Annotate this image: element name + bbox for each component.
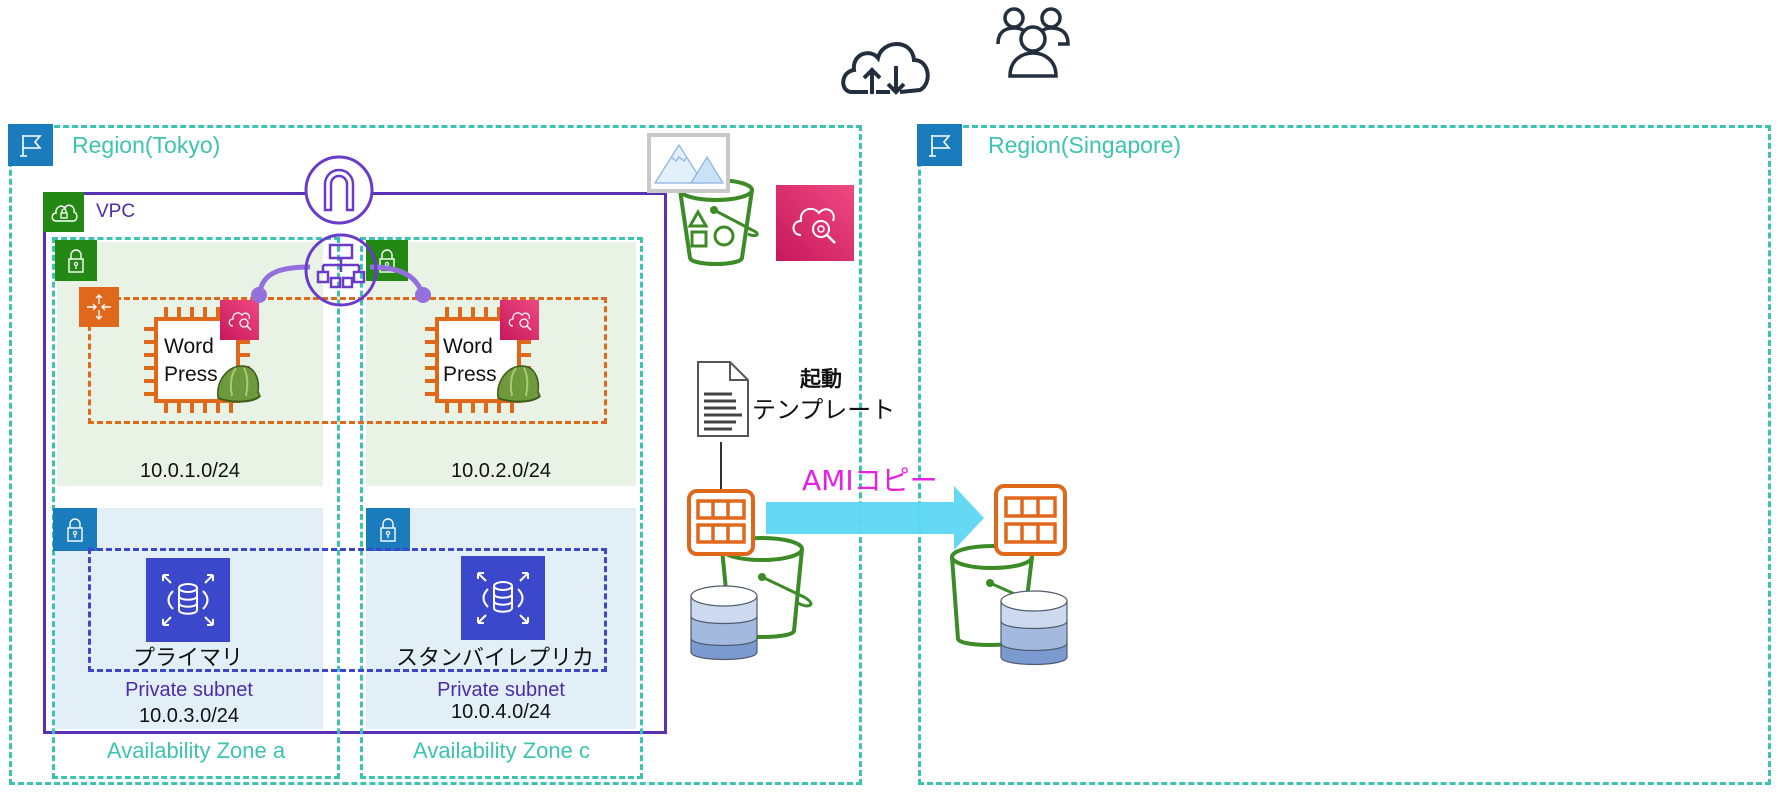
rds-primary-label: プライマリ [133, 646, 244, 671]
az-a-label: Availability Zone a [106, 738, 286, 763]
wordpress-label-a-line2: Press [164, 363, 218, 386]
private-subnet-lock-icon [366, 508, 410, 551]
launch-template-label-line1: 起動 [800, 367, 842, 391]
users-group-icon [996, 7, 1070, 78]
private-subnet-c-label: Private subnet [437, 679, 565, 701]
private-subnet-c-cidr: 10.0.4.0/24 [450, 701, 552, 723]
cloudwatch-agent-icon [220, 300, 259, 340]
public-subnet-c-cidr: 10.0.2.0/24 [450, 460, 552, 482]
wordpress-label-c-line2: Press [443, 363, 497, 386]
db-subnet-group [88, 548, 607, 672]
private-subnet-lock-icon [53, 508, 97, 551]
load-balancer-connections [251, 264, 431, 303]
region-flag-icon [8, 124, 53, 166]
public-subnet-lock-icon [55, 240, 97, 281]
vpc-label: VPC [96, 201, 136, 222]
ami-icon [994, 484, 1067, 556]
private-subnet-a-label: Private subnet [125, 679, 253, 701]
rds-standby-label: スタンバイレプリカ [396, 646, 595, 671]
launch-template-label-line2: テンプレート [752, 396, 896, 424]
rds-primary-icon [146, 558, 230, 642]
region-tokyo [9, 125, 862, 785]
launch-template-document-icon [697, 361, 749, 437]
wordpress-label-c-line1: Word [443, 335, 493, 358]
ami-copy-label: AMIコピー [802, 464, 938, 497]
hard-hat-icon [217, 365, 261, 403]
image-asset-icon [647, 133, 730, 193]
vpc-cloud-lock-icon [43, 192, 84, 232]
ami-copy-arrow [766, 486, 984, 550]
public-subnet-a-cidr: 10.0.1.0/24 [139, 460, 241, 482]
region-tokyo-title: Region(Tokyo) [72, 132, 221, 158]
auto-scaling-icon [79, 287, 119, 327]
region-flag-icon [917, 124, 962, 166]
application-load-balancer-icon [304, 233, 378, 307]
hard-hat-icon [497, 365, 541, 403]
az-c-label: Availability Zone c [413, 738, 590, 763]
internet-cloud-icon [841, 42, 930, 95]
rds-standby-icon [461, 556, 545, 640]
internet-gateway-icon [304, 155, 374, 225]
database-storage-icon [690, 585, 758, 661]
availability-zone-c [360, 237, 643, 779]
cloudwatch-agent-icon [500, 300, 539, 340]
cloudwatch-icon [776, 185, 854, 261]
private-subnet-a-cidr: 10.0.3.0/24 [138, 705, 240, 727]
auto-scaling-group [88, 297, 607, 424]
database-storage-icon [1000, 590, 1068, 666]
wordpress-label-a-line1: Word [164, 335, 214, 358]
ami-icon [687, 489, 755, 556]
connector-line [720, 442, 722, 492]
region-singapore [918, 125, 1771, 785]
region-singapore-title: Region(Singapore) [988, 132, 1182, 158]
